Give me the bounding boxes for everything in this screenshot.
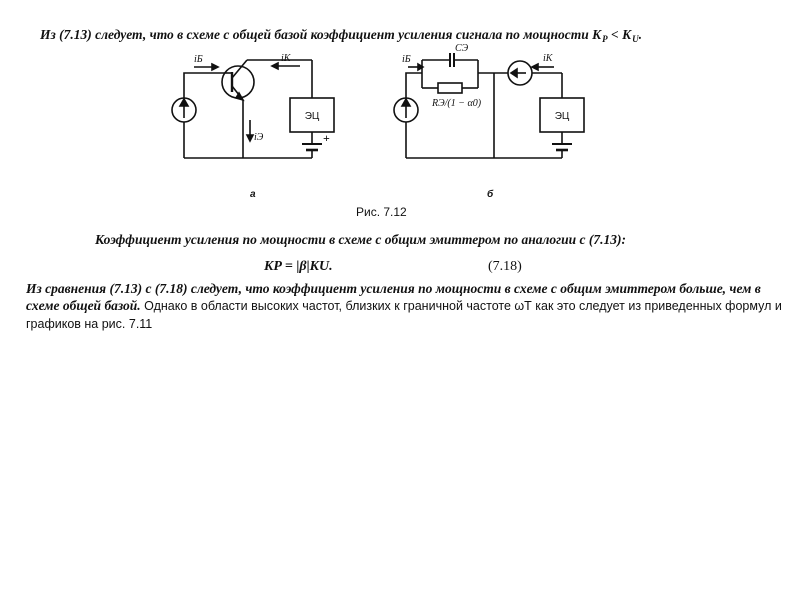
ib-arrowhead — [417, 62, 425, 72]
transistor-collector — [231, 59, 248, 79]
formula-body: KP = |β|KU. — [264, 259, 333, 274]
ec-label-b: ЭЦ — [555, 111, 570, 122]
intro-end: . — [638, 27, 642, 42]
circuit-a — [171, 59, 335, 159]
ik-arrowhead — [270, 61, 279, 71]
source-arrowhead — [178, 97, 190, 107]
formula: KP = |β|KU. — [264, 259, 333, 275]
ec-block-b — [539, 97, 585, 133]
ec-label-a: ЭЦ — [305, 111, 320, 122]
conclusion-paragraph: Из сравнения (7.13) с (7.18) следует, чт… — [26, 280, 786, 333]
intro-text: Из (7.13) следует, что в схеме с общей б… — [40, 27, 602, 42]
ib-arrowhead — [211, 62, 220, 72]
intro-sub-u: U — [632, 34, 639, 44]
circuit-b — [393, 53, 585, 159]
formula-intro-sentence: Коэффициент усиления по мощности в схеме… — [95, 232, 626, 247]
intro-sentence: Из (7.13) следует, что в схеме с общей б… — [40, 27, 642, 44]
label-ik-a: iК — [281, 53, 292, 64]
cs-arrowhead — [509, 67, 518, 79]
figure-label-b: б — [487, 189, 494, 200]
circuit-figure: iБ iК iЭ ЭЦ + — [171, 43, 585, 159]
ie-arrowhead — [245, 134, 255, 143]
ec-block-a — [289, 97, 335, 133]
label-ce: CЭ — [455, 43, 469, 54]
label-ik-b: iК — [543, 53, 554, 64]
conclusion-bold: Из сравнения (7.13) с (7.18) следует, чт… — [26, 281, 761, 313]
intro-sub-p: P — [602, 34, 608, 44]
label-ib-a: iБ — [194, 54, 203, 65]
source-arrowhead — [400, 97, 412, 107]
label-ie-a: iЭ — [254, 132, 264, 143]
equation-number: (7.18) — [488, 259, 522, 274]
intro-mid: < K — [607, 27, 632, 42]
label-ib-b: iБ — [402, 54, 411, 65]
ik-arrowhead — [530, 62, 539, 72]
label-re: RЭ/(1 − α0) — [431, 98, 482, 109]
wire — [405, 72, 422, 98]
figure-caption: Рис. 7.12 — [356, 205, 407, 219]
emitter-arrowhead — [234, 91, 245, 102]
conclusion-regular: Однако в области высоких частот, близких… — [26, 299, 782, 331]
plus-sign: + — [323, 131, 330, 145]
figure-label-a: а — [250, 189, 256, 200]
resistor — [437, 82, 463, 94]
wire — [183, 72, 225, 98]
